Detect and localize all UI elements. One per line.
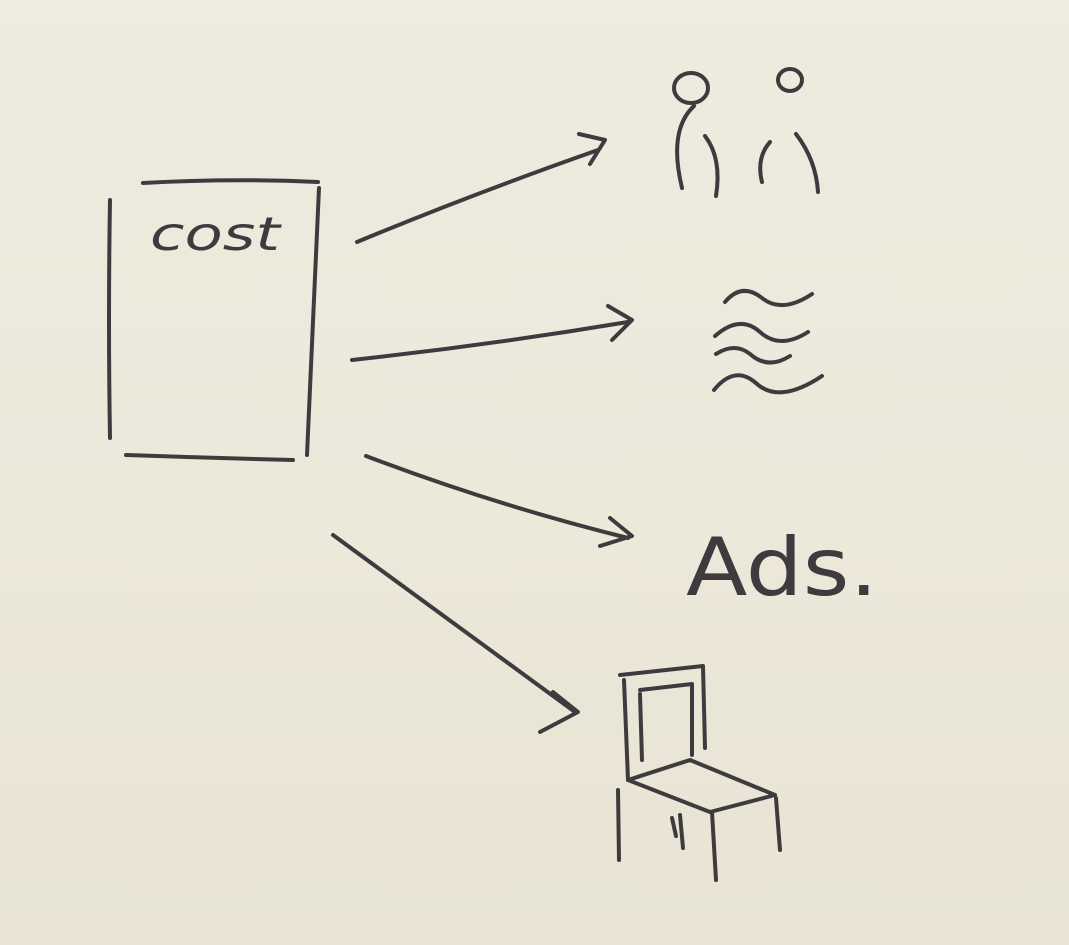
arrow-shaft bbox=[350, 320, 630, 362]
arrow-to-people bbox=[355, 132, 607, 244]
waves-icon bbox=[712, 289, 824, 395]
chair-leg bbox=[678, 813, 685, 850]
wave-line bbox=[712, 373, 824, 395]
person-body-right bbox=[703, 134, 720, 198]
chair-back-outer bbox=[618, 664, 707, 750]
cost-box: cost bbox=[107, 178, 321, 462]
people-icon bbox=[672, 67, 820, 198]
cost-box-top-edge bbox=[141, 178, 320, 185]
arrow-head bbox=[606, 304, 634, 342]
cost-box-left-edge bbox=[107, 198, 112, 440]
arrow-shaft bbox=[364, 454, 630, 540]
person-head bbox=[672, 71, 710, 105]
person-body-right bbox=[794, 132, 820, 194]
wave-line bbox=[723, 289, 814, 307]
wave-line bbox=[713, 322, 810, 343]
cost-box-bottom-edge bbox=[124, 453, 295, 462]
person-body-left bbox=[758, 140, 772, 184]
person-head bbox=[776, 67, 804, 93]
chair-back-left bbox=[622, 678, 630, 782]
chair-leg bbox=[616, 788, 621, 862]
arrow-head bbox=[577, 132, 607, 166]
chair-back-inner bbox=[638, 682, 694, 757]
cost-box-right-edge bbox=[305, 186, 321, 457]
chair-icon bbox=[616, 664, 782, 882]
chair-leg bbox=[774, 796, 782, 852]
arrow-to-ads bbox=[364, 454, 634, 548]
chair-leg bbox=[710, 810, 718, 882]
arrow-to-chair bbox=[331, 533, 580, 734]
arrow-shaft bbox=[355, 148, 600, 244]
arrow-to-waves bbox=[350, 304, 634, 362]
chair-back-inner-left bbox=[638, 692, 644, 762]
chair-leg-detail bbox=[670, 816, 678, 838]
wave-line bbox=[714, 346, 792, 365]
person-body-left bbox=[675, 104, 696, 190]
cost-label: cost bbox=[150, 207, 283, 261]
chair-seat bbox=[626, 758, 777, 814]
arrow-head bbox=[598, 516, 634, 548]
ads-label: Ads. bbox=[686, 521, 878, 614]
arrow-shaft bbox=[331, 533, 577, 714]
arrow-head bbox=[538, 690, 580, 734]
